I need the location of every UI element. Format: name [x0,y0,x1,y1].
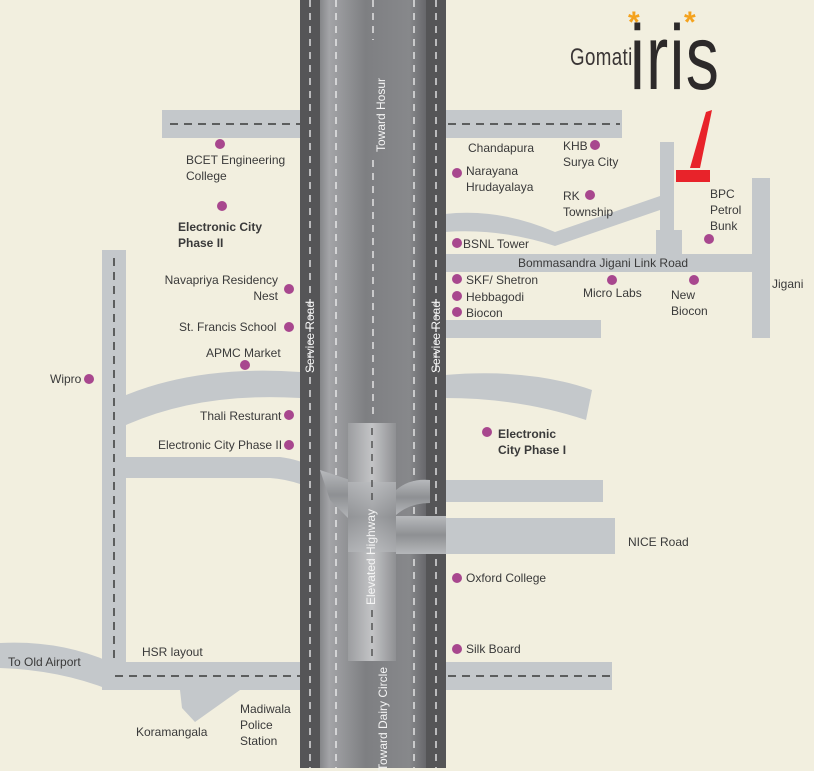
toward-dairy-circle-label: Toward Dairy Circle [376,666,391,771]
nice-road-label: NICE Road [628,535,689,549]
new-biocon-label: New Biocon [671,288,708,318]
navapriya-label: Navapriya Residency Nest [164,273,278,303]
ecity2-area-label: Electronic City Phase II [178,220,263,250]
skf-label: SKF/ Shetron [466,273,539,287]
koramangala-label: Koramangala [136,725,208,739]
silk-board-marker [452,644,462,654]
skf-marker [452,274,462,284]
bcet-label: BCET Engineering College [186,153,286,183]
khb-label: KHB Surya City [563,139,619,169]
elevated-highway [348,423,396,661]
brand-name: iris [630,7,721,109]
bpc-label: BPC Petrol Bunk [710,187,742,233]
khb-marker [590,140,600,150]
service-road-right-label: Service Road [429,300,444,374]
hebbagodi-label: Hebbagodi [466,290,525,304]
jigani-label: Jigani [772,277,804,291]
rk-township-marker [585,190,595,200]
chandapura-label: Chandapura [468,141,535,155]
bsnl-marker [452,238,462,248]
oxford-marker [452,573,462,583]
silk-board-label: Silk Board [466,642,521,656]
project-location-icon [676,170,710,182]
apmc-marker [240,360,250,370]
bsnl-label: BSNL Tower [463,237,530,251]
bpc-marker [704,234,714,244]
st-francis-label: St. Francis School [179,320,277,334]
bcet-marker [215,139,225,149]
madiwala-label: Madiwala Police Station [240,702,291,748]
ecity1-curve-road [445,373,592,420]
ecity1-road [430,480,603,502]
rk-township-label: RK Township [563,189,614,219]
old-airport-road [0,642,110,690]
ecity1-area-label: Electronic City Phase I [498,427,567,457]
nice-road [445,518,615,554]
road-dashes [113,123,620,677]
brand-prefix: Gomati [570,44,633,71]
toward-hosur-label: Toward Hosur [374,77,389,153]
to-old-airport-label: To Old Airport [8,655,81,669]
narayana-marker [452,168,462,178]
narayana-label: Narayana Hrudayalaya [466,164,534,194]
thali-label: Thali Resturant [200,409,282,423]
apmc-label: APMC Market [206,346,281,360]
project-pointer-icon [690,110,712,168]
biocon-marker [452,307,462,317]
navapriya-marker [284,284,294,294]
ecity2-area-marker [217,201,227,211]
ecity1-area-marker [482,427,492,437]
wipro-label: Wipro [50,372,82,386]
apmc-curve-road [126,370,300,425]
koramangala-road [180,690,240,722]
bommasandra-link-road [445,254,770,272]
wipro-marker [84,374,94,384]
biocon-label: Biocon [466,306,503,320]
ecity2-marker [284,440,294,450]
nice-flyover [396,516,446,554]
hsr-layout-label: HSR layout [142,645,203,659]
thali-marker [284,410,294,420]
bommasandra-link-road-label: Bommasandra Jigani Link Road [518,256,689,270]
oxford-label: Oxford College [466,571,547,585]
ecity2-label: Electronic City Phase II [158,438,283,452]
khb-vertical-road [660,142,674,237]
jigani-road [752,178,770,338]
service-road-left-label: Service Road [303,300,318,374]
hebbagodi-marker [452,291,462,301]
asterisk-icon: * [684,6,696,39]
micro-labs-marker [607,275,617,285]
asterisk-icon: * [628,6,640,39]
khb-connector [656,230,682,256]
rk-township-road [445,196,660,246]
left-flyover [320,470,350,520]
elevated-highway-label: Elevated Highway [364,508,379,606]
st-francis-marker [284,322,294,332]
micro-labs-label: Micro Labs [583,286,642,300]
ecity2-road [126,457,335,498]
new-biocon-marker [689,275,699,285]
secondary-roads [0,110,770,722]
biocon-road [445,320,601,338]
